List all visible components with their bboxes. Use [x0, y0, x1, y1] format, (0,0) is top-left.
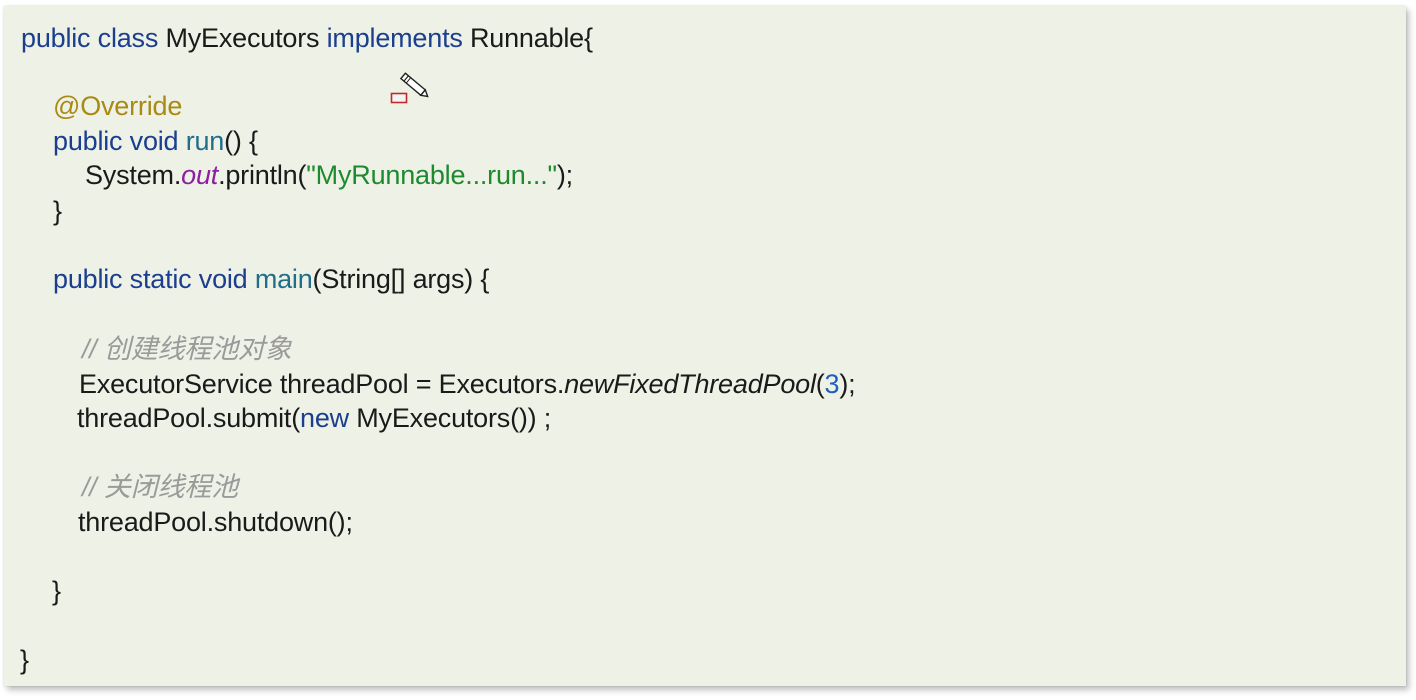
println-call: .println(	[218, 160, 307, 190]
code-line-shutdown: threadPool.shutdown();	[78, 506, 353, 538]
keyword-implements: implements	[326, 23, 470, 53]
comment-shutdown-pool: // 关闭线程池	[82, 472, 238, 502]
closing-brace: }	[53, 196, 62, 226]
paren-close: );	[839, 369, 856, 399]
number-literal: 3	[824, 369, 840, 399]
println-close: );	[556, 160, 573, 190]
code-line-println: System.out.println("MyRunnable...run..."…	[85, 159, 573, 191]
code-panel: public class MyExecutors implements Runn…	[4, 6, 1406, 686]
code-line-main-close: }	[52, 575, 61, 607]
keyword-public-class: public class	[21, 23, 166, 53]
keyword-public-static-void: public static void	[53, 264, 255, 294]
submit-call: threadPool.submit(	[77, 403, 301, 433]
string-literal: "MyRunnable...run..."	[306, 160, 557, 190]
code-line-main-signature: public static void main(String[] args) {	[53, 263, 489, 295]
submit-args: MyExecutors()) ;	[356, 403, 552, 433]
code-line-comment-create-pool: // 创建线程池对象	[82, 333, 292, 365]
main-params: (String[] args) {	[312, 264, 490, 294]
code-line-run-signature: public void run() {	[53, 125, 258, 157]
method-new-fixed-thread-pool: newFixedThreadPool	[564, 369, 816, 399]
run-params: () {	[224, 126, 258, 156]
code-line-comment-shutdown: // 关闭线程池	[82, 471, 238, 503]
code-line-executor-service: ExecutorService threadPool = Executors.n…	[79, 368, 856, 400]
shutdown-call: threadPool.shutdown();	[78, 507, 353, 537]
keyword-public-void: public void	[53, 126, 186, 156]
class-name: MyExecutors	[165, 23, 327, 53]
system-ref: System.	[85, 160, 182, 190]
keyword-new: new	[300, 403, 357, 433]
closing-brace: }	[20, 645, 29, 675]
closing-brace: }	[52, 576, 61, 606]
code-line-class-close: }	[20, 644, 29, 676]
pencil-cursor-icon	[390, 72, 429, 104]
code-line-run-close: }	[53, 195, 62, 227]
method-name-main: main	[254, 264, 313, 294]
interface-name: Runnable{	[469, 23, 593, 53]
executor-service-decl: ExecutorService threadPool = Executors.	[79, 369, 565, 399]
comment-create-pool: // 创建线程池对象	[82, 334, 292, 364]
code-line-submit: threadPool.submit(new MyExecutors()) ;	[77, 402, 551, 434]
annotation-override: @Override	[53, 91, 183, 121]
paren-open: (	[815, 369, 825, 399]
method-name-run: run	[185, 126, 225, 156]
field-out: out	[181, 160, 219, 190]
code-line-override-annotation: @Override	[53, 90, 182, 122]
code-line-class-declaration: public class MyExecutors implements Runn…	[21, 22, 593, 54]
